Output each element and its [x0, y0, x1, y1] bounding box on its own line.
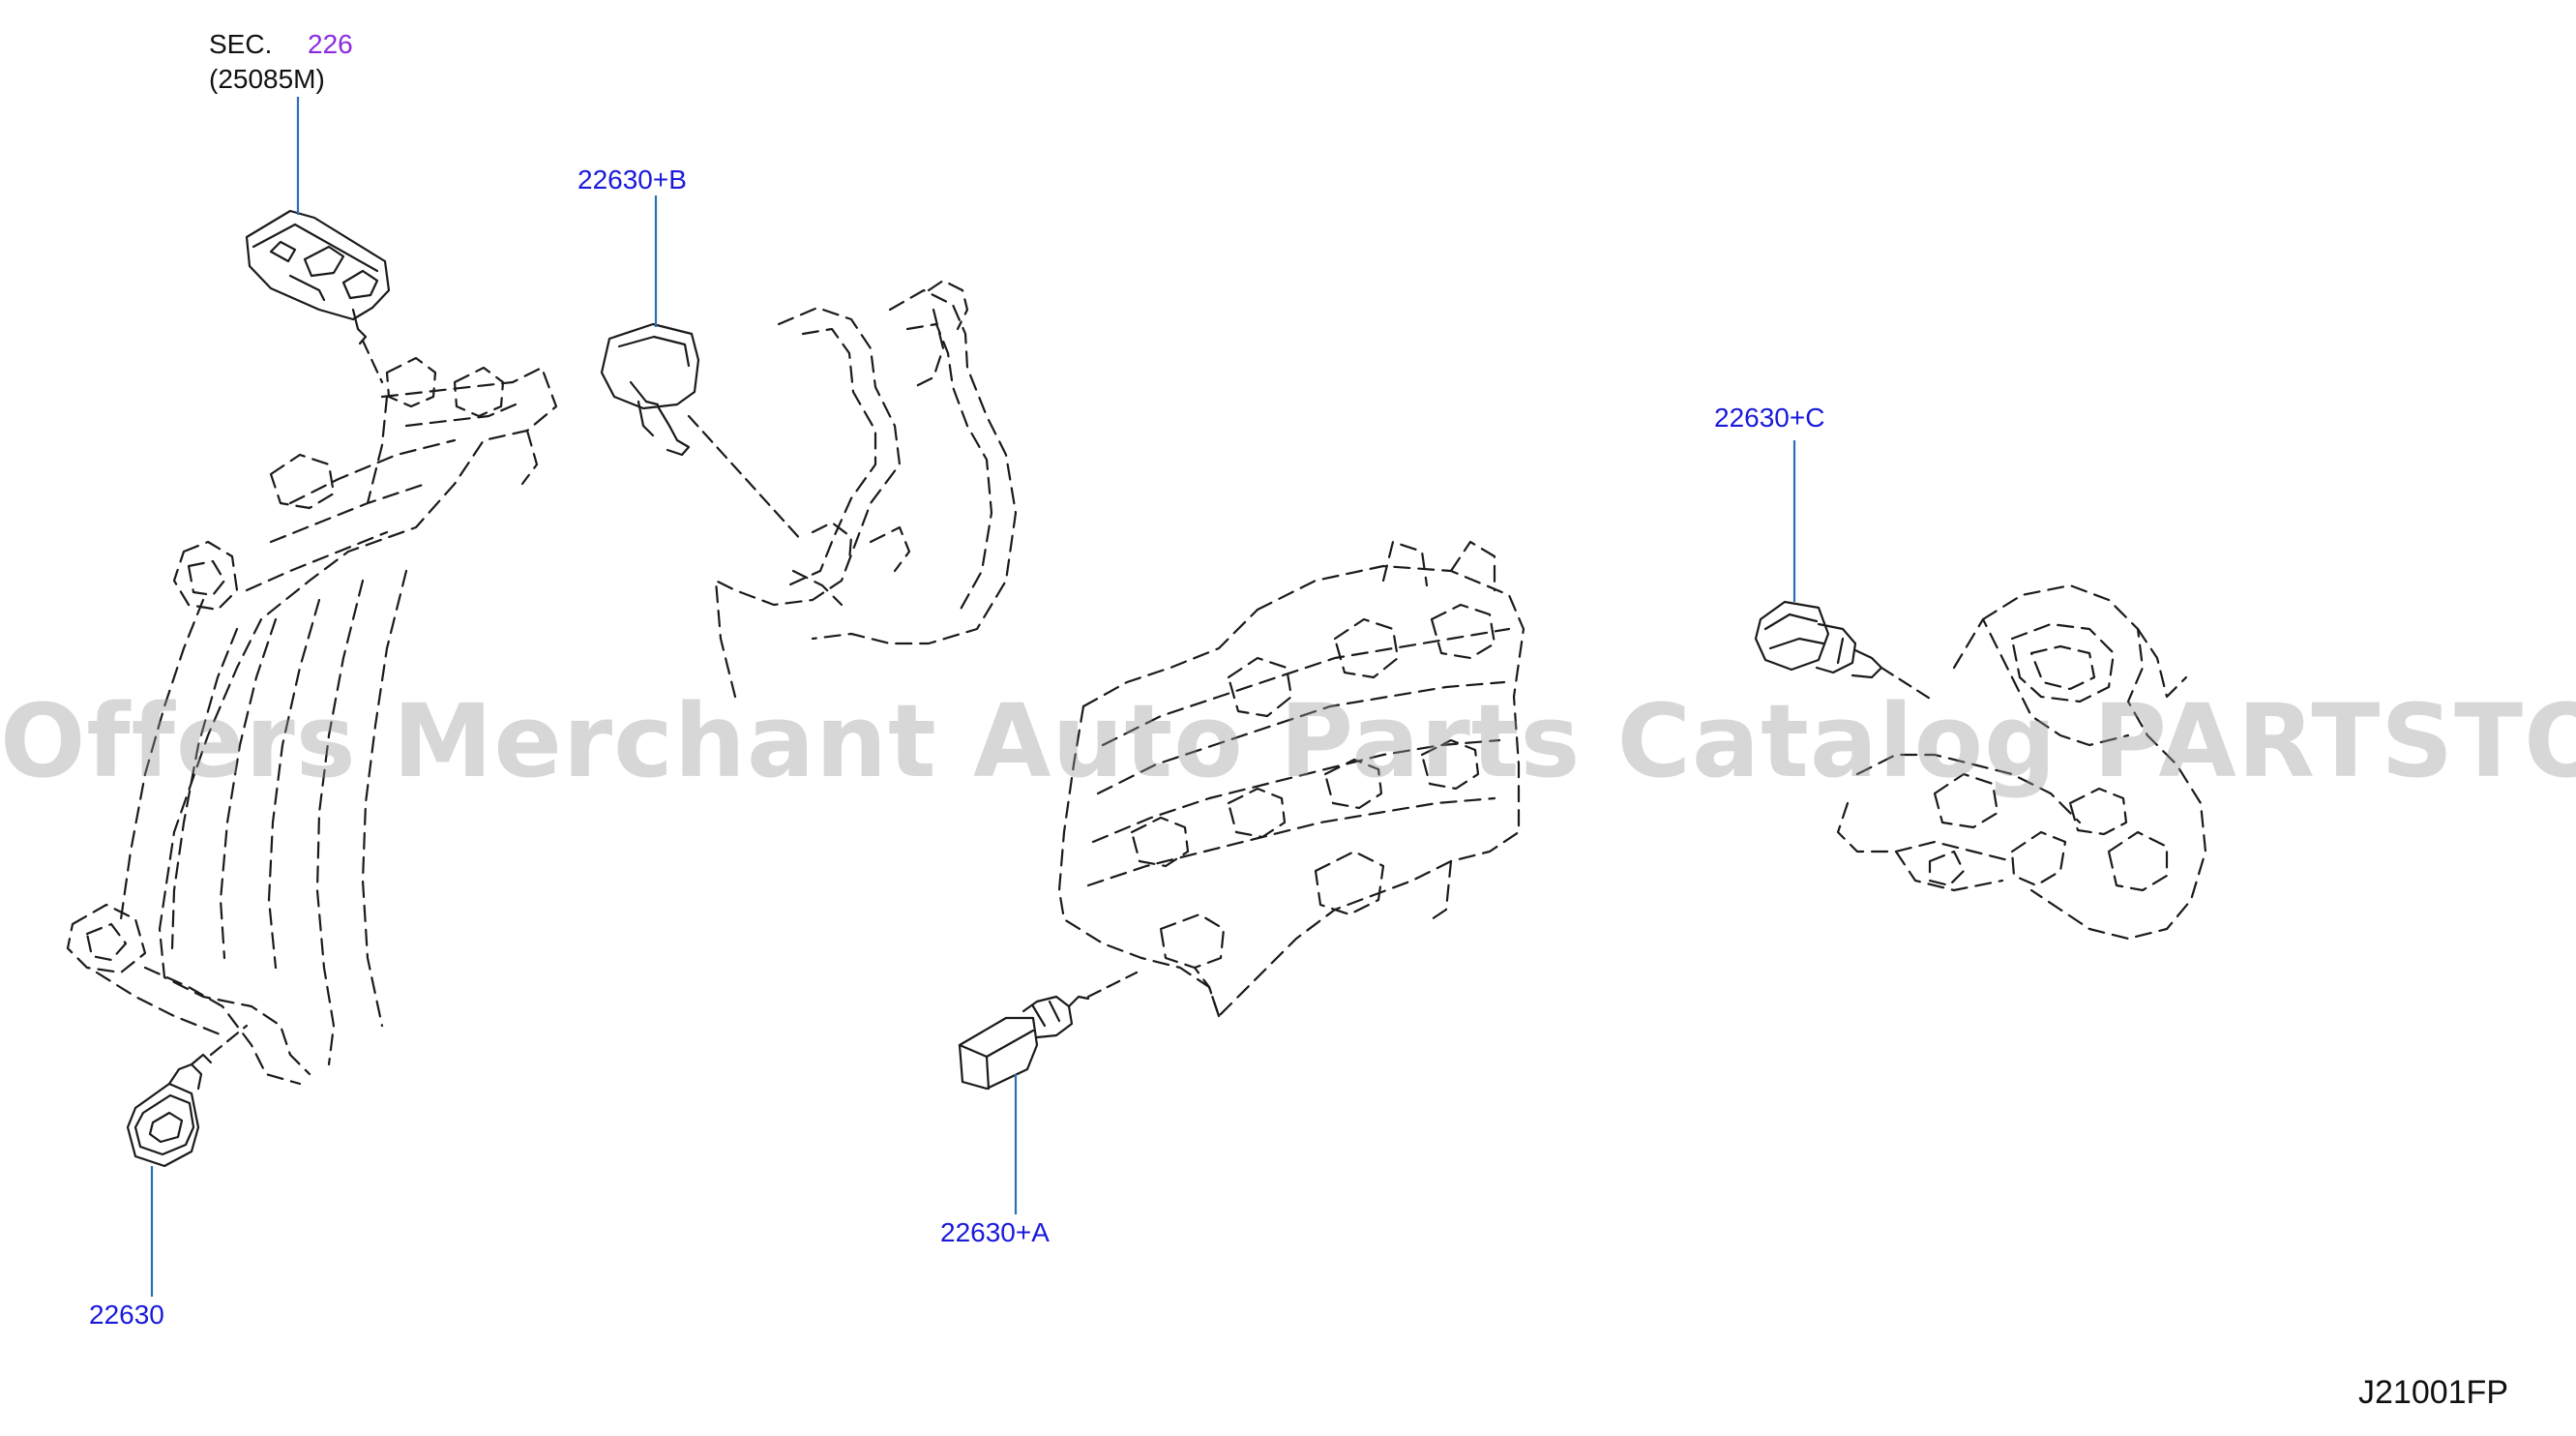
sensor-install-line [1086, 971, 1139, 999]
sensor-22630-a [958, 995, 1090, 1091]
callout-22630-a[interactable]: 22630+A [940, 1217, 1050, 1247]
sensor-install-line [209, 1024, 249, 1057]
cylinder-head-block [1057, 540, 1525, 1018]
coolant-temp-sensor-22630 [126, 1053, 213, 1168]
thermostat-housing [1836, 583, 2207, 941]
callout-22630[interactable]: 22630 [89, 1300, 164, 1330]
coolant-hose-assembly [714, 279, 1018, 699]
map-sensor-sec-226 [245, 209, 391, 345]
intake-manifold-outline [66, 356, 558, 1086]
diagram-code-label: J21001FP [2358, 1374, 2508, 1411]
sensor-22630-b [600, 322, 700, 457]
section-226-link[interactable]: 226 [308, 29, 353, 59]
sensor-install-line [1880, 666, 1937, 703]
callout-22630-c[interactable]: 22630+C [1714, 403, 1825, 433]
callout-22630-b[interactable]: 22630+B [577, 165, 687, 194]
section-prefix-label: SEC. [209, 29, 273, 59]
sensor-install-line [361, 339, 384, 384]
section-subref-label: (25085M) [209, 64, 325, 94]
sensor-install-line [687, 414, 805, 544]
sensor-22630-c [1754, 600, 1883, 679]
